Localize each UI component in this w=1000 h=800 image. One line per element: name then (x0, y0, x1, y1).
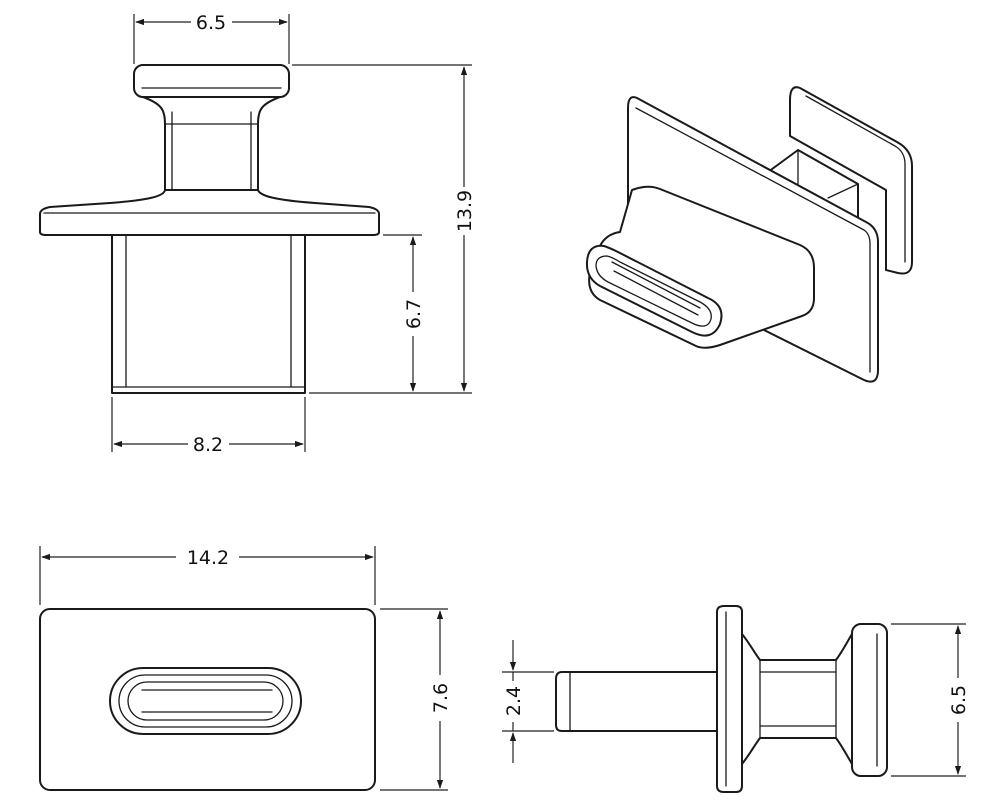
side-flange (716, 605, 743, 793)
dim-bottom-plate-width: 14.2 (39, 546, 376, 605)
dim-front-cap-width: 6.5 (133, 12, 290, 64)
front-cap (133, 64, 290, 98)
bottom-port-outline (109, 667, 302, 735)
bottom-plate (39, 608, 376, 791)
side-neck (741, 633, 853, 765)
front-view: 6.5 13.9 6.7 8.2 (39, 12, 476, 456)
dim-front-total-height: 13.9 (292, 64, 476, 394)
dim-label-front-plug-width: 8.2 (193, 434, 223, 456)
iso-back-cap (789, 86, 913, 275)
bottom-view: 14.2 7.6 (39, 546, 452, 791)
dim-label-side-plug-thickness: 2.4 (503, 686, 525, 716)
front-plug (111, 234, 306, 394)
dim-label-front-total-height: 13.9 (454, 190, 476, 232)
dim-label-bottom-plate-height: 7.6 (430, 683, 452, 713)
dim-bottom-plate-height: 7.6 (380, 608, 452, 791)
isometric-view (585, 86, 913, 383)
front-flange (39, 189, 380, 236)
front-neck (142, 96, 281, 191)
dim-label-side-cap-height: 6.5 (948, 685, 970, 715)
iso-plug (585, 185, 815, 349)
dim-side-cap-height: 6.5 (891, 623, 970, 777)
dim-front-plug-height: 6.7 (383, 234, 425, 392)
dim-label-front-cap-width: 6.5 (196, 12, 226, 34)
side-view: 2.4 6.5 (502, 605, 970, 793)
dim-label-front-plug-height: 6.7 (403, 299, 425, 329)
side-cap (851, 623, 888, 777)
dim-front-plug-width: 8.2 (111, 397, 306, 456)
dim-side-plug-thickness: 2.4 (502, 640, 554, 763)
side-plug (555, 671, 718, 732)
dim-label-bottom-plate-width: 14.2 (187, 547, 229, 569)
